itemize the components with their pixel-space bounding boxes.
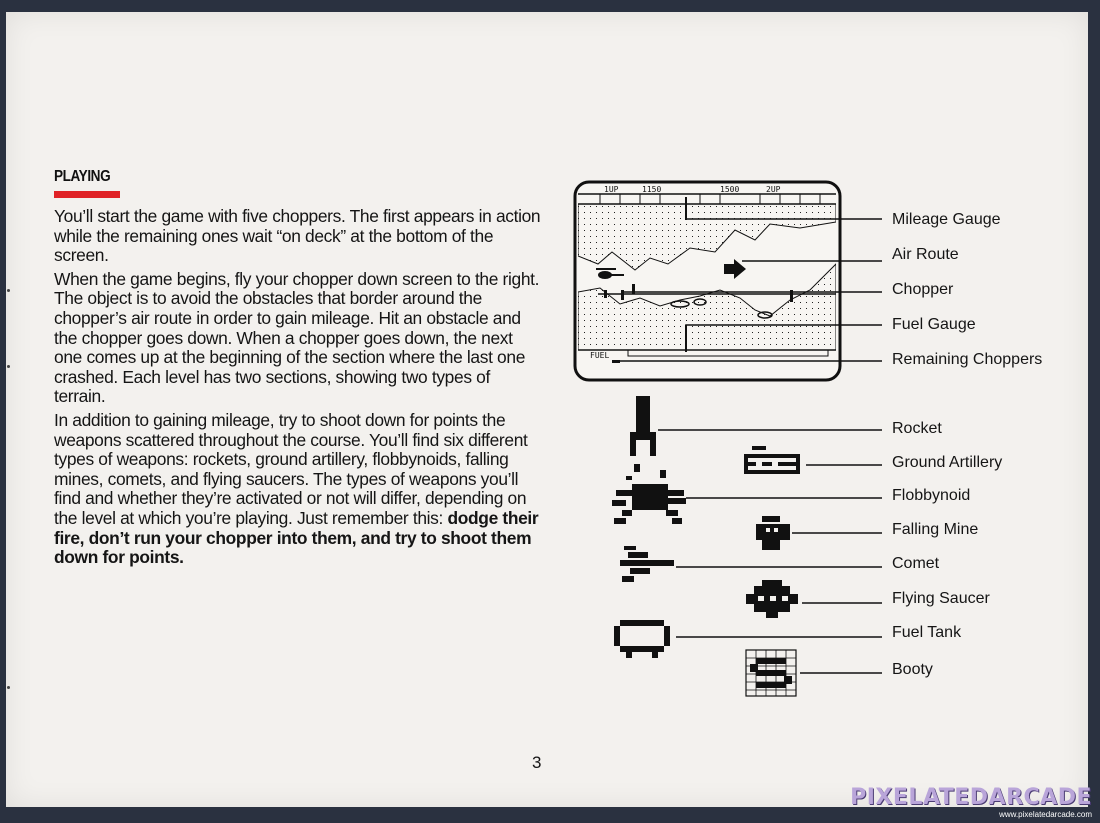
page-number: 3 [532, 753, 542, 772]
label-ground-artillery: Ground Artillery [892, 454, 1003, 471]
section-heading: PLAYING [54, 168, 111, 185]
weapons-warning: dodge their fire, don’t run your chopper… [54, 507, 539, 568]
lower-terrain [578, 263, 836, 351]
label-fuel-gauge: Fuel Gauge [892, 316, 976, 333]
p2-label: 2UP [766, 185, 781, 194]
p1-score: 1150 [642, 185, 661, 194]
high-score: 1500 [720, 185, 739, 194]
label-mileage-gauge: Mileage Gauge [892, 211, 1001, 228]
label-falling-mine: Falling Mine [892, 521, 979, 538]
watermark-title: PIXELATEDARCADE [850, 785, 1092, 810]
binding-hole-mark [7, 686, 10, 689]
ground-artillery-icon [744, 446, 800, 474]
label-flobbynoid: Flobbynoid [892, 487, 971, 504]
label-flying-saucer: Flying Saucer [892, 590, 990, 607]
p1-label: 1UP [604, 185, 619, 194]
binding-hole-mark [7, 365, 10, 368]
heading-underline [54, 191, 120, 198]
booty-icon [745, 649, 797, 697]
flobbynoid-icon [612, 464, 686, 524]
screen-leader-lines [620, 200, 882, 362]
label-chopper: Chopper [892, 281, 954, 298]
chopper-sprite [596, 268, 624, 279]
site-watermark: PIXELATEDARCADE www.pixelatedarcade.com [850, 786, 1092, 820]
instructions-text: You’ll start the game with five choppers… [54, 206, 544, 572]
comet-icon [620, 546, 674, 582]
watermark-url: www.pixelatedarcade.com [999, 810, 1092, 819]
game-screen: 1UP 1150 1500 2UP FUEL [573, 180, 842, 382]
flying-saucer-icon [746, 580, 798, 618]
label-rocket: Rocket [892, 420, 942, 437]
air-route-arrow [724, 259, 746, 279]
label-air-route: Air Route [892, 246, 959, 263]
manual-page [6, 12, 1088, 807]
upper-terrain [578, 203, 836, 271]
label-remaining-choppers: Remaining Choppers [892, 351, 1043, 368]
binding-hole-mark [7, 289, 10, 292]
paragraph-start: You’ll start the game with five choppers… [54, 206, 541, 266]
falling-mine-icon [756, 516, 790, 550]
label-comet: Comet [892, 555, 940, 572]
fuel-tank-icon [614, 620, 670, 658]
remaining-chopper-icon [612, 360, 620, 363]
fuel-label: FUEL [590, 351, 609, 360]
weapons-text: In addition to gaining mileage, try to s… [54, 409, 528, 528]
paragraph-weapons: In addition to gaining mileage, try to s… [54, 409, 544, 568]
label-fuel-tank: Fuel Tank [892, 624, 962, 641]
weapon-sprites [612, 396, 800, 697]
label-booty: Booty [892, 661, 933, 678]
paragraph-objective: When the game begins, fly your chopper d… [54, 268, 540, 407]
weapon-leader-lines [658, 429, 882, 674]
rocket-icon [630, 396, 656, 456]
